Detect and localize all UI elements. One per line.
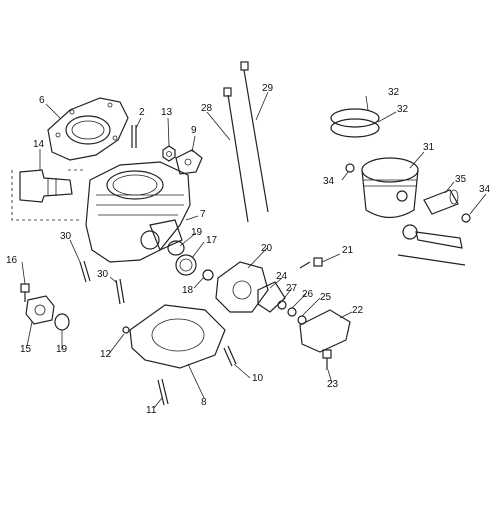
callout-34-right: 34 (479, 184, 491, 195)
piston-31 (361, 157, 419, 219)
callout-35: 35 (455, 174, 467, 185)
callout-19-right: 19 (191, 227, 203, 238)
bolt-21 (299, 257, 323, 269)
callout-23: 23 (327, 379, 339, 390)
cable-29 (240, 61, 269, 213)
callout-21: 21 (342, 245, 354, 256)
leader-lines (21, 91, 487, 409)
piston-ring-32-top (330, 108, 380, 128)
callout-8: 8 (201, 397, 207, 408)
callout-22: 22 (352, 305, 364, 316)
washer-27 (277, 300, 287, 310)
callout-12: 12 (100, 349, 112, 360)
callout-16: 16 (6, 255, 18, 266)
callout-6: 6 (39, 95, 45, 106)
circlip-34-right (461, 213, 471, 223)
callout-13: 13 (161, 107, 173, 118)
callout-10: 10 (252, 373, 264, 384)
washer-18 (202, 269, 214, 281)
cable-28 (223, 87, 249, 223)
stud-2 (131, 125, 137, 148)
callout-18: 18 (182, 285, 194, 296)
bracket-9 (175, 149, 203, 175)
washer-26 (287, 307, 297, 317)
callout-31: 31 (423, 142, 435, 153)
base-gasket-8 (129, 304, 226, 369)
callout-28: 28 (201, 103, 213, 114)
fitting-15 (25, 295, 55, 325)
cover-22 (299, 309, 351, 353)
callout-17: 17 (206, 235, 218, 246)
stud-30-right (115, 278, 125, 305)
housing-20 (215, 261, 269, 313)
cylinder-block (85, 161, 191, 263)
stud-10 (223, 345, 237, 367)
callout-29: 29 (262, 83, 274, 94)
callout-25: 25 (320, 292, 332, 303)
callout-9: 9 (191, 125, 197, 136)
callout-34-left: 34 (323, 176, 335, 187)
pin-12 (122, 326, 130, 334)
ring-17 (175, 254, 197, 276)
circlip-34-left (345, 163, 355, 173)
callout-30-lower: 30 (97, 269, 109, 280)
callout-7: 7 (200, 209, 206, 220)
callout-2: 2 (139, 107, 145, 118)
stud-30-left (79, 260, 91, 283)
callout-20: 20 (261, 243, 273, 254)
o-ring-19-left (54, 313, 70, 331)
o-ring-19-right (167, 240, 185, 256)
callout-11: 11 (146, 405, 157, 416)
nut-13 (162, 145, 176, 162)
callout-14: 14 (33, 139, 45, 150)
callout-30-upper: 30 (60, 231, 72, 242)
callout-24: 24 (276, 271, 288, 282)
callout-32-bottom: 32 (397, 104, 409, 115)
callout-26: 26 (302, 289, 314, 300)
bolt-16 (20, 283, 30, 302)
callout-27: 27 (286, 283, 298, 294)
piston-ring-32-bottom (330, 118, 380, 138)
bolt-23 (322, 349, 332, 370)
callout-32-top: 32 (388, 87, 400, 98)
callout-15: 15 (20, 344, 32, 355)
piston-pin-35 (423, 189, 459, 215)
head-gasket-6 (47, 97, 129, 161)
exhaust-valve-14 (19, 169, 73, 203)
connecting-rod (397, 224, 466, 266)
callout-19-left: 19 (56, 344, 68, 355)
stud-11 (157, 378, 169, 406)
